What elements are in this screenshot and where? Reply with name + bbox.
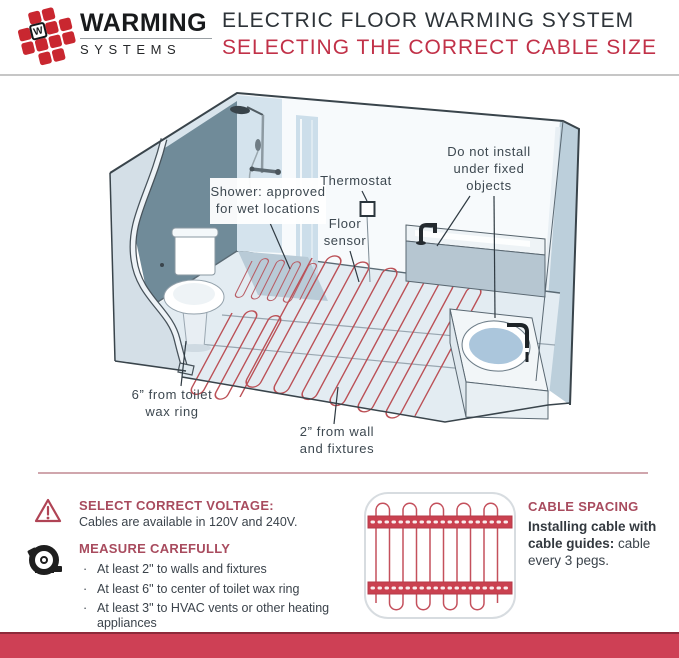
list-item: · At least 2" to walls and fixtures xyxy=(79,562,379,577)
wall-clearance-label-line2: and fixtures xyxy=(300,441,374,456)
toilet xyxy=(160,227,225,352)
header-divider xyxy=(0,74,679,76)
floor-sensor-label-line1: Floor xyxy=(329,216,362,231)
toilet-clearance-label-line1: 6” from toilet xyxy=(132,387,213,402)
pointer-lines xyxy=(180,190,496,425)
fixed-objects-label-line1: Do not install xyxy=(447,144,531,159)
warning-triangle-icon xyxy=(33,496,63,531)
warming-systems-logo-icon: W xyxy=(16,5,77,66)
tub-faucet-icon xyxy=(419,223,437,243)
logo-name: WARMING xyxy=(80,9,208,37)
shower-label-box xyxy=(210,178,326,224)
title-line1: ELECTRIC FLOOR WARMING SYSTEM xyxy=(222,9,635,32)
wall-clearance-label-line1: 2” from wall xyxy=(300,424,374,439)
measure-section: MEASURE CAREFULLY · At least 2" to walls… xyxy=(79,541,379,630)
voltage-heading: SELECT CORRECT VOLTAGE: xyxy=(79,498,274,513)
logo-wordmark: WARMING SYSTEMS xyxy=(80,10,212,57)
toilet-clearance-label-line2: wax ring xyxy=(144,404,198,419)
heating-cable-main xyxy=(245,255,482,419)
logo-red-squares: W xyxy=(14,4,79,69)
floor-sensor-label-line2: sensor xyxy=(324,233,367,248)
shower-floor-cable xyxy=(234,258,317,303)
bullet-text: At least 3" to HVAC vents or other heati… xyxy=(97,601,330,630)
list-item: · At least 3" to HVAC vents or other hea… xyxy=(79,601,379,630)
soaking-basin xyxy=(449,308,549,420)
bullet-dot: · xyxy=(83,562,88,576)
cable-guide-strip-bottom xyxy=(367,581,513,595)
thermostat-label: Thermostat xyxy=(320,173,392,188)
shower-label-line2: for wet locations xyxy=(216,201,320,216)
heating-cable-toilet-arm xyxy=(190,310,282,400)
bullet-dot: · xyxy=(83,601,88,615)
hand-shower-icon xyxy=(255,139,261,151)
room-outline xyxy=(109,91,581,423)
shower-label-line1: Shower: approved xyxy=(210,184,325,199)
logo-subname: SYSTEMS xyxy=(80,38,212,57)
list-item: · At least 6" to center of toilet wax ri… xyxy=(79,582,379,597)
basin-faucet-icon xyxy=(507,323,529,348)
guide-cable-runs xyxy=(375,502,499,611)
footer-bar xyxy=(0,632,679,658)
page-title: ELECTRIC FLOOR WARMING SYSTEM SELECTING … xyxy=(222,7,657,61)
bullet-text: At least 6" to center of toilet wax ring xyxy=(97,581,300,596)
fixed-objects-label-line3: objects xyxy=(466,178,511,193)
cable-guide-strip-top xyxy=(367,515,513,529)
title-line2: SELECTING THE CORRECT CABLE SIZE xyxy=(222,36,657,59)
rain-showerhead-icon xyxy=(230,105,250,115)
diagram-labels: Shower: approved for wet locations Therm… xyxy=(132,144,531,456)
header: W WARMING SYSTEMS ELECTRIC FLOOR WARMING… xyxy=(0,0,679,73)
cable-spacing-normal: cable every 3 pegs. xyxy=(528,536,651,568)
cable-spacing-illustration xyxy=(364,492,516,619)
voltage-body: Cables are available in 120V and 240V. xyxy=(79,515,298,529)
thermostat-device xyxy=(359,201,376,283)
bathroom-diagram: Shower: approved for wet locations Therm… xyxy=(0,75,679,473)
shower-wall-panel xyxy=(237,95,282,253)
measure-bullets: · At least 2" to walls and fixtures · At… xyxy=(79,562,379,630)
cable-spacing-section: CABLE SPACING Installing cable with cabl… xyxy=(528,499,673,569)
section-divider xyxy=(38,472,648,474)
cable-spacing-heading: CABLE SPACING xyxy=(528,499,639,514)
cable-spacing-bold: Installing cable with cable guides: xyxy=(528,519,657,551)
bullet-dot: · xyxy=(83,581,88,596)
tape-measure-icon xyxy=(26,540,66,585)
voltage-section: SELECT CORRECT VOLTAGE: Cables are avail… xyxy=(79,498,379,530)
cable-spacing-body: Installing cable with cable guides: cabl… xyxy=(528,518,673,569)
bullet-text: At least 2" to walls and fixtures xyxy=(97,562,267,576)
measure-heading: MEASURE CAREFULLY xyxy=(79,541,231,556)
fixed-objects-label-line2: under fixed xyxy=(454,161,525,176)
bathtub xyxy=(405,223,546,298)
